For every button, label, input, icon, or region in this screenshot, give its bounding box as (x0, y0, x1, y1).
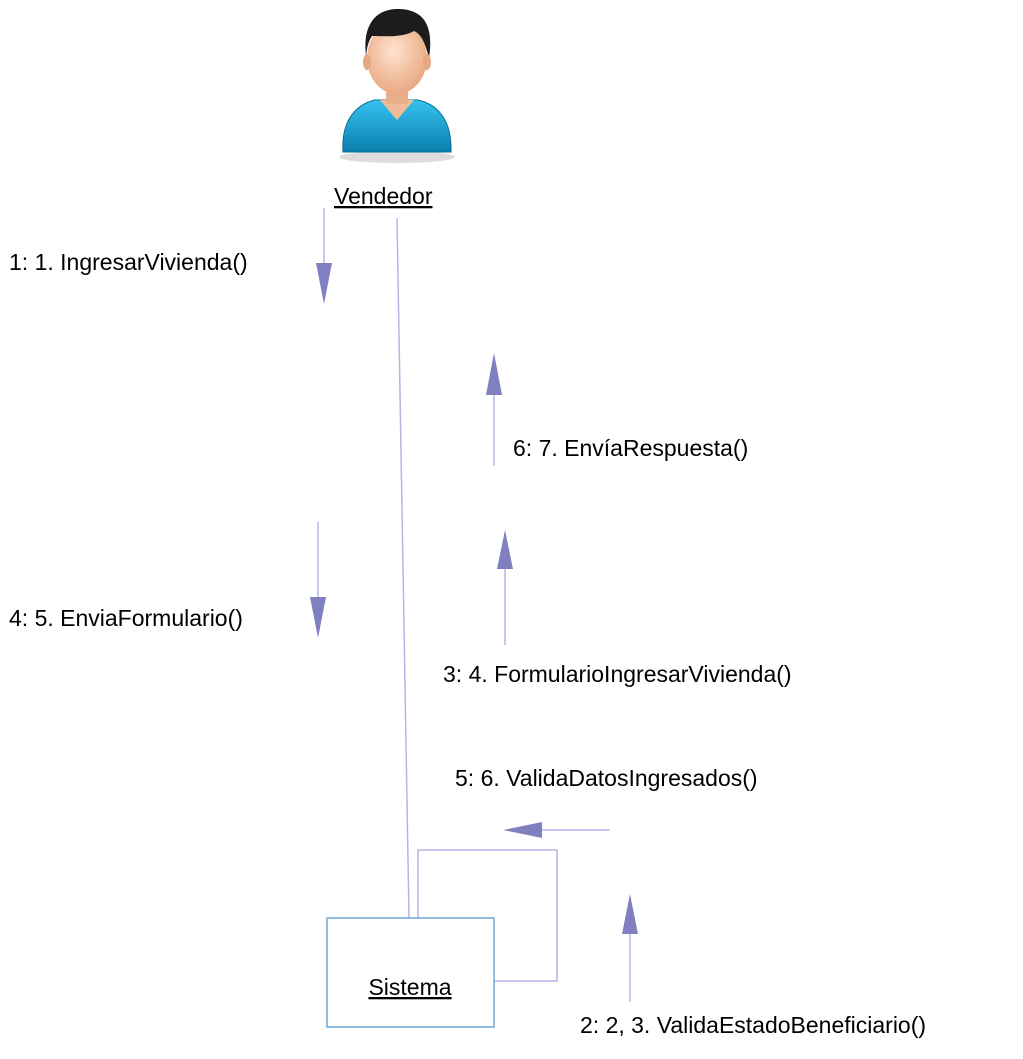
message-arrow (497, 530, 513, 645)
message-label: 3: 4. FormularioIngresarVivienda() (443, 661, 792, 687)
association-link (396, 217, 410, 919)
message-arrow (622, 894, 638, 1002)
message-arrow (310, 522, 326, 638)
message-label: 6: 7. EnvíaRespuesta() (513, 435, 748, 461)
self-message-loop (417, 849, 558, 982)
message-label: 1: 1. IngresarVivienda() (9, 249, 248, 275)
message-arrow (503, 822, 610, 838)
message-arrow (316, 208, 332, 304)
message-label: 4: 5. EnviaFormulario() (9, 605, 243, 631)
actor-name: Vendedor (334, 183, 433, 209)
object-name: Sistema (368, 974, 451, 1000)
person-icon (339, 8, 455, 163)
object-box[interactable] (326, 917, 495, 1028)
message-label: 2: 2, 3. ValidaEstadoBeneficiario() (580, 1012, 926, 1038)
message-label: 5: 6. ValidaDatosIngresados() (455, 765, 758, 791)
message-arrow (486, 353, 502, 466)
